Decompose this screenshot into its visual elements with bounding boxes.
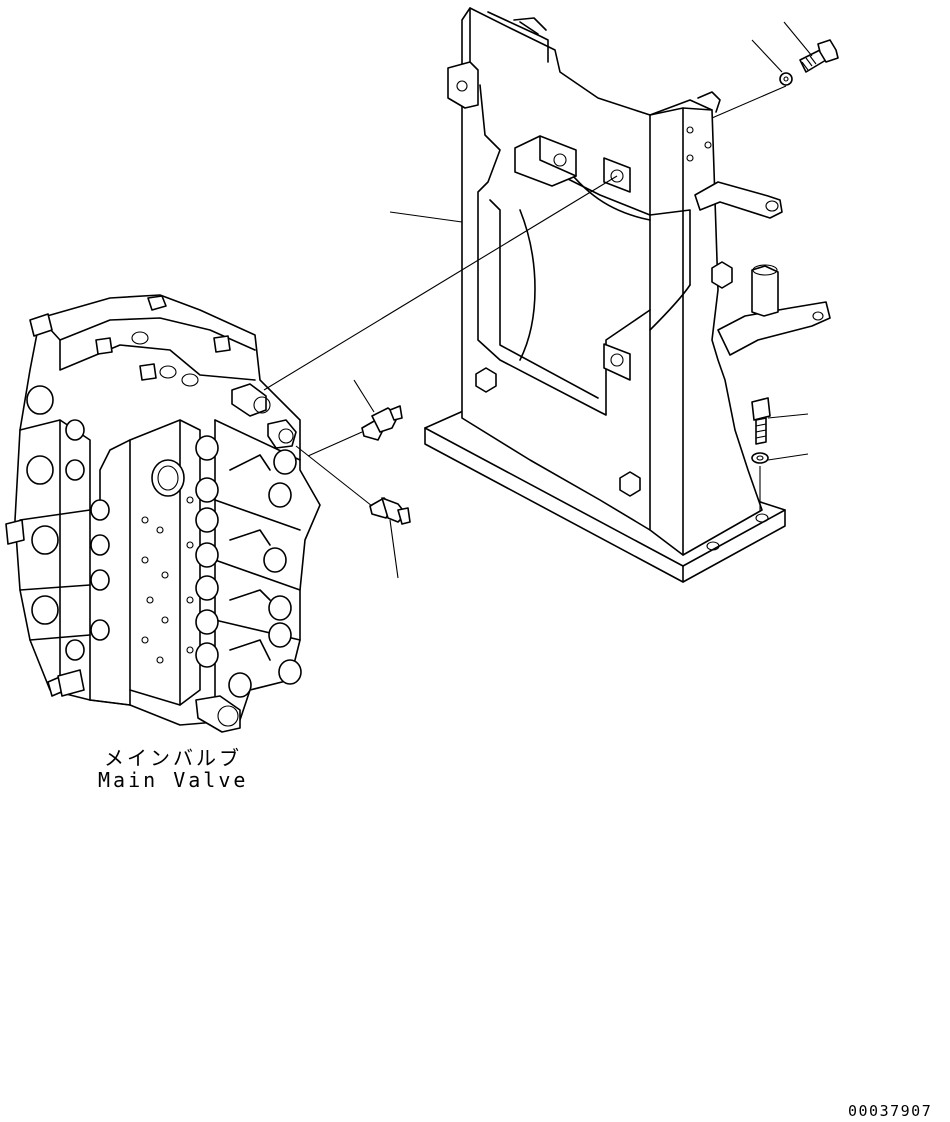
pressure-sensor-lower-icon xyxy=(369,497,411,525)
figure-number: 00037907 xyxy=(848,1102,933,1120)
bracket-stand xyxy=(424,7,831,583)
lower-bolt-icon xyxy=(751,397,771,445)
leader-lines xyxy=(263,21,813,579)
upper-washer-icon xyxy=(779,72,793,86)
lower-washer-icon xyxy=(751,452,769,464)
main-valve-label-japanese: メインバルブ xyxy=(104,746,242,770)
upper-bolt-icon xyxy=(799,39,839,73)
main-valve-drawing xyxy=(5,294,321,733)
main-valve-label-english: Main Valve xyxy=(98,768,249,792)
pressure-sensor-upper-icon xyxy=(361,405,403,441)
